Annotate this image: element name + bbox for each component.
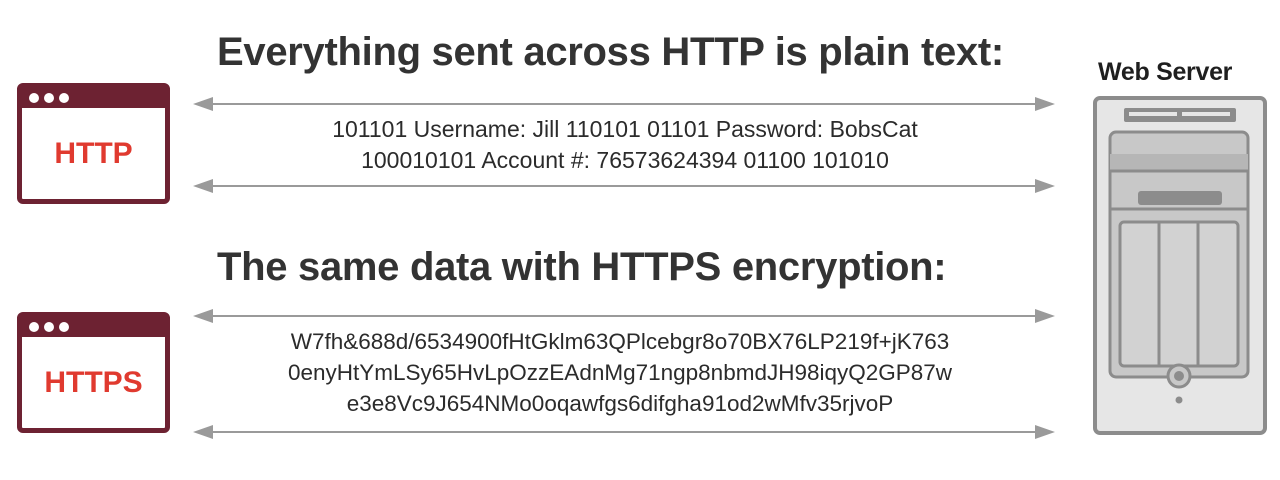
window-dot-icon [44, 322, 54, 332]
window-dot-icon [29, 93, 39, 103]
status-led-icon [1175, 396, 1183, 404]
power-button-icon [1166, 363, 1192, 389]
window-dot-icon [44, 93, 54, 103]
browser-titlebar [22, 88, 165, 108]
https-data-line: e3e8Vc9J654NMo0oqawfgs6difgha91od2wMfv35… [346, 391, 894, 416]
window-dot-icon [59, 93, 69, 103]
https-data-line: 0enyHtYmLSy65HvLpOzzEAdnMg71ngp8nbmdJH98… [287, 360, 953, 385]
window-dot-icon [29, 322, 39, 332]
web-server-title: Web Server [1098, 58, 1233, 86]
http-browser-window-icon: HTTP [17, 83, 170, 204]
http-heading: Everything sent across HTTP is plain tex… [217, 30, 1004, 74]
https-encrypted-data: W7fh&688d/6534900fHtGklm63QPlcebgr8o70BX… [195, 326, 1045, 419]
http-data-line: 100010101 Account #: 76573624394 01100 1… [361, 147, 889, 173]
http-data-line: 101101 Username: Jill 110101 01101 Passw… [332, 116, 918, 142]
web-server-tower-icon [1093, 96, 1267, 435]
double-arrow-icon [193, 309, 1055, 323]
https-browser-window-icon: HTTPS [17, 312, 170, 433]
https-data-line: W7fh&688d/6534900fHtGklm63QPlcebgr8o70BX… [290, 329, 950, 354]
window-dot-icon [59, 322, 69, 332]
double-arrow-icon [193, 425, 1055, 439]
https-heading: The same data with HTTPS encryption: [217, 245, 947, 289]
double-arrow-icon [193, 179, 1055, 193]
browser-titlebar [22, 317, 165, 337]
double-arrow-icon [193, 97, 1055, 111]
http-label: HTTP [54, 136, 133, 170]
http-plain-text-data: 101101 Username: Jill 110101 01101 Passw… [205, 114, 1045, 176]
https-label: HTTPS [44, 365, 143, 399]
